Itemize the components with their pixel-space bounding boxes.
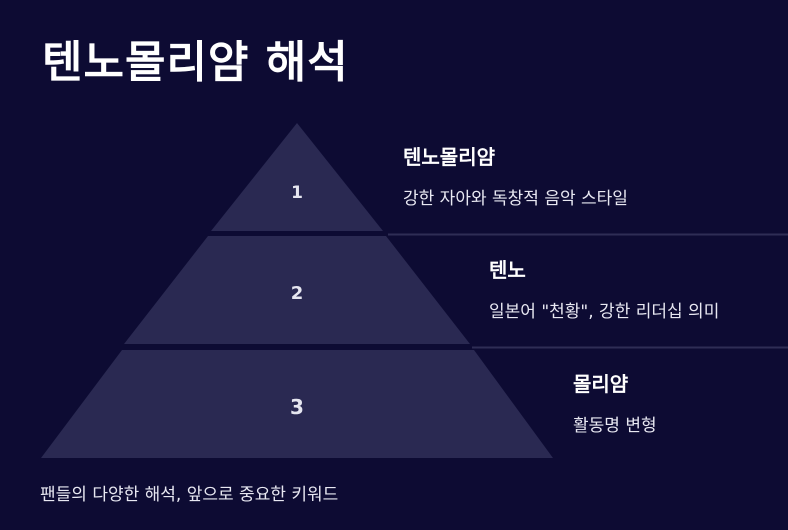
tier-label-3: 몰리얌 활동명 변형 [573, 368, 657, 436]
tier-name-1: 텐노몰리얌 [403, 145, 495, 169]
tier-description-1: 강한 자아와 독창적 음악 스타일 [403, 189, 628, 209]
tier-description-3: 활동명 변형 [573, 416, 657, 436]
footer-note: 팬들의 다양한 해석, 앞으로 중요한 키워드 [40, 485, 339, 505]
tier-name-3: 몰리얌 [573, 372, 629, 396]
tier-label-2: 텐노 일본어 "천황", 강한 리더십 의미 [489, 254, 719, 322]
pyramid-tier-2 [124, 236, 470, 344]
pyramid-tier-3 [41, 350, 553, 458]
tier-number-1: 1 [291, 183, 303, 203]
page-title: 텐노몰리얌 해석 [42, 37, 349, 88]
tier-name-2: 텐노 [489, 258, 526, 282]
tier-number-3: 3 [290, 395, 304, 419]
tier-description-2: 일본어 "천황", 강한 리더십 의미 [489, 302, 720, 322]
tier-number-2: 2 [291, 283, 304, 304]
tier-label-1: 텐노몰리얌 강한 자아와 독창적 음악 스타일 [403, 141, 628, 209]
pyramid-tier-1 [211, 123, 383, 231]
